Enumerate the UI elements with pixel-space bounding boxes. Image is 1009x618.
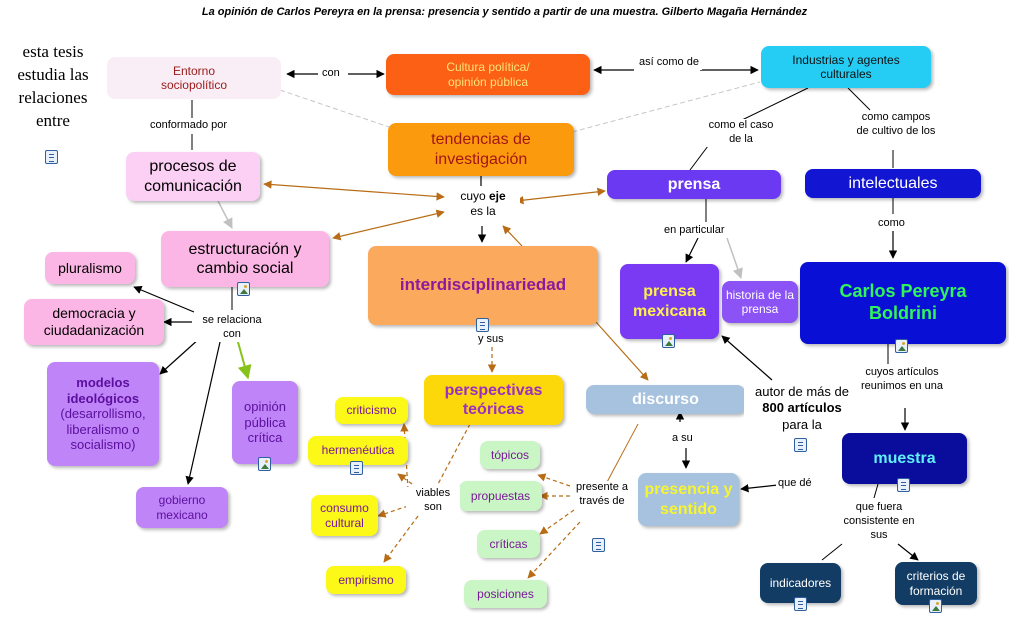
node-criterios[interactable]: criterios de formación	[895, 562, 977, 605]
node-topicos[interactable]: tópicos	[480, 441, 540, 469]
image-icon[interactable]	[258, 457, 271, 471]
image-icon[interactable]	[895, 339, 908, 353]
node-posiciones[interactable]: posiciones	[464, 580, 547, 608]
node-estructuracion[interactable]: estructuración y cambio social	[161, 231, 329, 287]
document-icon[interactable]	[45, 150, 58, 164]
node-prensa-mexicana[interactable]: prensa mexicana	[620, 264, 719, 339]
node-carlos[interactable]: Carlos Pereyra Boldrini	[800, 262, 1006, 344]
document-icon[interactable]	[794, 597, 807, 611]
node-hermeneutica[interactable]: hermenéutica	[308, 436, 408, 465]
label-en-particular: en particular	[662, 224, 727, 238]
label-conformado-por: conformado por	[148, 119, 230, 133]
node-modelos[interactable]: modelos ideológicos (desarrollismo, libe…	[47, 362, 159, 466]
node-presencia[interactable]: presencia y sentido	[638, 473, 739, 526]
link-eje-procesos	[263, 180, 445, 201]
label-como-el-caso: como el caso de la	[706, 119, 776, 147]
node-empirismo[interactable]: empirismo	[326, 566, 406, 594]
document-icon[interactable]	[794, 438, 807, 452]
label-que-fuera: que fuera consistente en sus	[840, 501, 918, 543]
node-perspectivas[interactable]: perspectivas teóricas	[424, 375, 563, 425]
node-industrias[interactable]: Industrias y agentes culturales	[761, 46, 931, 88]
link-eje-prensa	[515, 187, 606, 205]
node-prensa[interactable]: prensa	[607, 170, 781, 199]
node-intelectuales[interactable]: intelectuales	[805, 169, 981, 198]
node-muestra[interactable]: muestra	[842, 433, 967, 484]
label-asi-como-de: así como de	[636, 56, 702, 70]
node-pluralismo[interactable]: pluralismo	[45, 252, 135, 284]
label-a-su: a su	[670, 432, 695, 446]
node-propuestas[interactable]: propuestas	[459, 481, 542, 511]
intro-text: esta tesis estudia las relaciones entre	[17, 42, 89, 130]
node-consumo[interactable]: consumo cultural	[311, 495, 378, 536]
label-viables: viables son	[406, 487, 460, 515]
link-entorno-tendencias	[279, 89, 393, 129]
image-icon[interactable]	[662, 334, 675, 348]
node-criticismo[interactable]: criticismo	[335, 397, 408, 424]
node-historia[interactable]: historia de la prensa	[722, 281, 798, 323]
node-cultura[interactable]: Cultura política/ opinión pública	[386, 54, 590, 95]
link-tendencias-industrias	[571, 81, 761, 133]
node-gobierno[interactable]: gobierno mexicano	[136, 487, 228, 528]
label-cuyo-eje: cuyo eje es la	[446, 189, 520, 219]
label-con: con	[320, 67, 342, 81]
document-icon[interactable]	[592, 538, 605, 552]
link-eje-estructuracion	[332, 209, 445, 241]
node-tendencias[interactable]: tendencias de investigación	[388, 123, 574, 176]
document-icon[interactable]	[350, 461, 363, 475]
map-title: La opinión de Carlos Pereyra en la prens…	[201, 6, 808, 18]
node-procesos[interactable]: procesos de comunicación	[126, 152, 260, 201]
label-autor: autor de más de 800 artículos para la	[744, 384, 860, 433]
label-presente: presente a través de	[570, 481, 634, 509]
node-interdisciplinariedad[interactable]: interdisciplinariedad	[368, 246, 598, 325]
label-como-campos: como campos de cultivo de los	[853, 111, 939, 139]
label-y-sus: y sus	[476, 333, 506, 347]
node-criticas[interactable]: críticas	[477, 530, 540, 558]
label-cuyos-articulos: cuyos artículos reunimos en una	[858, 366, 946, 394]
image-icon[interactable]	[237, 282, 250, 296]
link-procesos-estructuracion	[217, 200, 233, 229]
node-opinion[interactable]: opinión pública crítica	[232, 381, 298, 464]
node-entorno[interactable]: Entorno sociopolítico	[107, 57, 281, 99]
image-icon[interactable]	[929, 599, 942, 613]
document-icon[interactable]	[476, 318, 489, 332]
label-que-de: que dé	[776, 477, 814, 491]
node-democracia[interactable]: democracia y ciudadanización	[24, 299, 164, 345]
label-se-relaciona: se relaciona con	[192, 314, 272, 342]
label-como: como	[876, 217, 907, 231]
document-icon[interactable]	[897, 478, 910, 492]
node-discurso[interactable]: discurso	[586, 385, 745, 414]
node-indicadores[interactable]: indicadores	[760, 563, 841, 603]
